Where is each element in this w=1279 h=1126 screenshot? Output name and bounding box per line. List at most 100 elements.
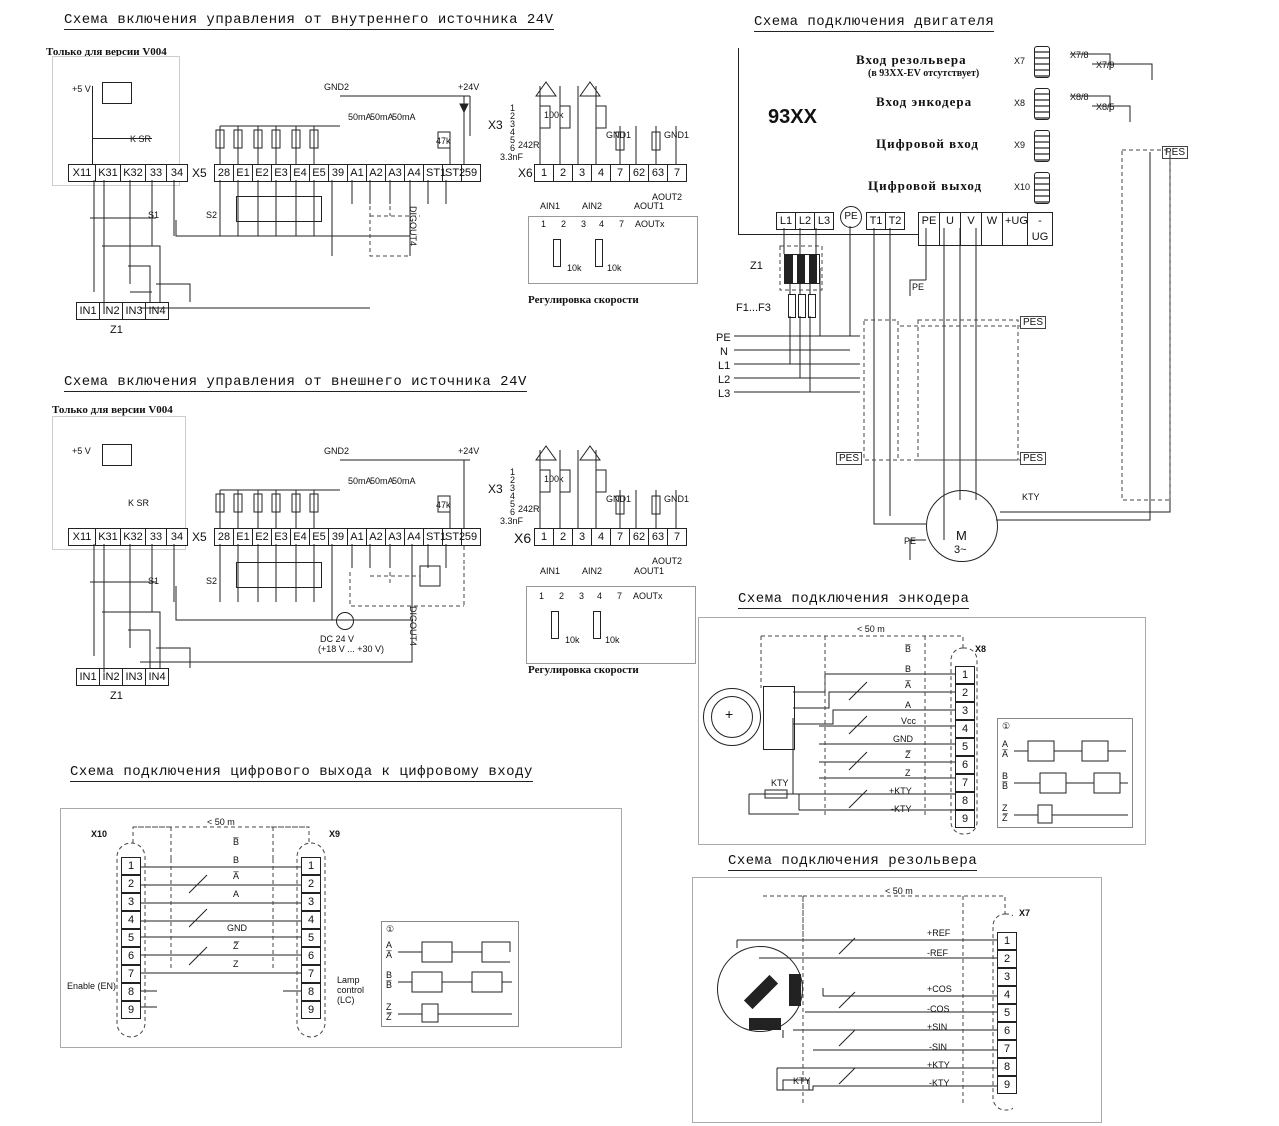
fuse-f1: [788, 294, 796, 318]
filter-z1-label: Z1: [750, 260, 763, 272]
fuse-f3: [808, 294, 816, 318]
terminal: X11: [69, 165, 96, 181]
plus-icon: +: [725, 706, 734, 722]
connector-x10: [1034, 172, 1050, 204]
pes-label: PES: [1020, 316, 1047, 329]
encoder-driver-block: [763, 686, 795, 750]
enc-signal: GND: [893, 734, 913, 744]
terminal: K31: [96, 529, 121, 545]
connector-pin: 8: [121, 983, 141, 1001]
connector-pin: 5: [121, 929, 141, 947]
line-l2: L2: [718, 374, 731, 386]
terminal: A4: [405, 529, 424, 545]
ma50-label: 50mA: [348, 476, 372, 486]
x3-pin: 6: [510, 507, 516, 517]
connector-pin: 5: [997, 1004, 1017, 1022]
resolver-kty-label: KTY: [793, 1076, 811, 1086]
x3-pin: 1: [510, 103, 516, 113]
z1-terminal: IN1: [77, 303, 100, 319]
connector-pin: 6: [301, 947, 321, 965]
timing-label: Z: [1002, 803, 1008, 813]
digital-input-label: Цифровой вход: [876, 136, 979, 151]
timing-label-b: B: [386, 970, 393, 980]
terminal: 34: [170, 531, 184, 543]
res-signal: -SIN: [929, 1042, 947, 1052]
r100k-label: 100k: [544, 474, 564, 484]
digital-wiring: [116, 826, 326, 1038]
dc24-range: (+18 V ... +30 V): [318, 644, 385, 654]
speed-regulation-label: Регулировка скорости: [528, 664, 639, 676]
x3-pin: 4: [510, 491, 516, 501]
terminal: A3: [386, 529, 405, 545]
motor-label: M: [956, 528, 967, 543]
control-wiring-internal: [90, 81, 677, 309]
x3-pin: 2: [510, 111, 516, 121]
z1-terminal: IN3: [123, 303, 146, 319]
note-v004-bottom: Только для версии V004: [52, 404, 173, 416]
motor-power-terminal-strip: PE U V W +UG -UG: [918, 212, 1053, 246]
signal-label: B: [233, 855, 240, 865]
pe-ground-label: PE: [912, 282, 925, 292]
ksr-label: K SR: [130, 134, 152, 144]
connector-pin: 4: [997, 986, 1017, 1004]
enc-signal: A̅: [905, 680, 912, 690]
signal-label: B̅: [233, 837, 240, 847]
encoder-wiring: [748, 635, 978, 835]
title-external-supply: Схема включения управления от внешнего и…: [64, 374, 527, 392]
connector-x8: [1034, 88, 1050, 120]
motor-diagram: 93XX Вход резольвера X7 (в 93XX-EV отсут…: [700, 40, 1270, 580]
connector-pin: 8: [955, 792, 975, 810]
dc24-label: DC 24 V: [320, 634, 355, 644]
encoder-kty-label: KTY: [771, 778, 789, 788]
gnd1-label-2: GND1: [664, 130, 690, 140]
ma50-label-2: 50mA: [370, 112, 394, 122]
encoder-disc-inner: [711, 696, 753, 738]
enc-signal: B̅: [905, 644, 912, 654]
terminal: A2: [367, 165, 386, 181]
pe-terminal: PE: [840, 206, 862, 228]
motor-symbol: [926, 490, 998, 562]
terminal: 33: [146, 165, 167, 181]
terminal: A3: [386, 165, 405, 181]
enc-signal: Z: [905, 768, 911, 778]
x3-pin-list: 1 2 3 4 5 6: [510, 467, 516, 517]
title-encoder-connection: Схема подключения энкодера: [738, 591, 970, 609]
res-signal: +COS: [927, 984, 952, 994]
speed-regulation-box: 1 2 3 4 7 AOUTx 10k 10k: [526, 586, 696, 664]
connector-pin: 5: [301, 929, 321, 947]
connector-pin: 9: [121, 1001, 141, 1019]
connector-pin: 9: [301, 1001, 321, 1019]
title-resolver-connection: Схема подключения резольвера: [728, 853, 978, 871]
x88-label: X8/8: [1070, 92, 1089, 102]
terminal: 39: [329, 165, 348, 181]
s2-label: S2: [206, 210, 218, 220]
title-digital-connection: Схема подключения цифрового выхода к циф…: [70, 764, 533, 782]
terminal: A4: [405, 165, 424, 181]
speed-pin: 1: [541, 219, 547, 229]
gnd1-label: GND1: [606, 494, 632, 504]
signal-label: Z̅: [233, 941, 239, 951]
s1-label: S1: [148, 210, 160, 220]
ma50-label-2: 50mA: [370, 476, 394, 486]
x3-pin: 5: [510, 499, 516, 509]
mains-terminal-strip: L1 L2 L3: [776, 212, 834, 230]
aout1-label: AOUT1: [634, 566, 665, 576]
mains-terminal: L1: [777, 213, 796, 229]
connector-pin: 8: [997, 1058, 1017, 1076]
terminal: E3: [272, 165, 291, 181]
connector-pin: 3: [301, 893, 321, 911]
res-signal: -KTY: [929, 1078, 950, 1088]
x3-pin: 1: [510, 467, 516, 477]
x11-terminal-strip: X11 K31 K32 33 34: [68, 528, 188, 546]
ma50-label-3: 50mA: [392, 476, 416, 486]
terminal: 63: [649, 165, 668, 181]
terminal: 7: [673, 531, 681, 543]
line-l3: L3: [718, 388, 731, 400]
connector-pin: 7: [997, 1040, 1017, 1058]
